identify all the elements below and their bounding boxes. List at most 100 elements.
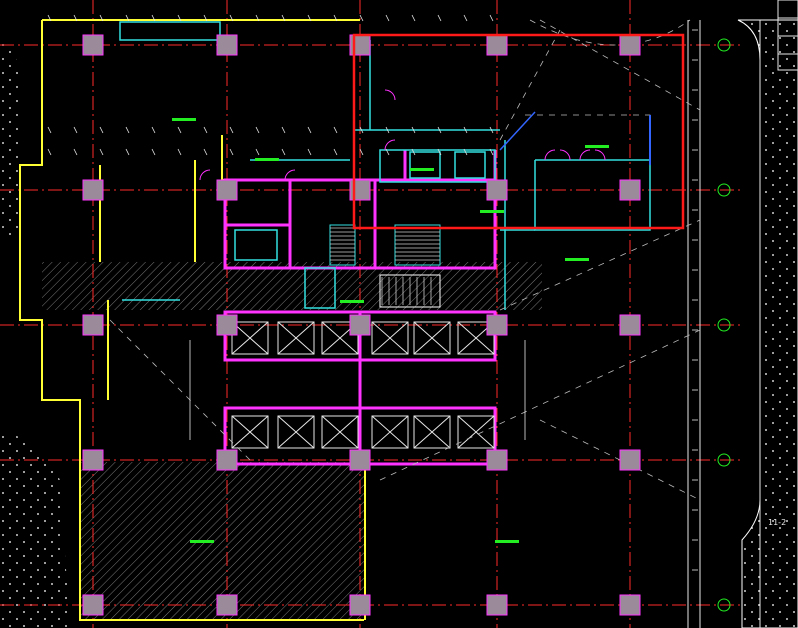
axis-bubbles	[717, 38, 731, 612]
stair-treads	[330, 227, 440, 305]
dim-tick	[281, 148, 286, 156]
elevator-x	[413, 321, 451, 355]
dim-tick	[281, 126, 286, 134]
legend-box	[777, 0, 798, 71]
dim-tick	[359, 126, 364, 134]
outer-walls	[19, 19, 366, 621]
blue-diagonal	[499, 111, 536, 151]
column	[216, 34, 238, 56]
hatched-lower-zone	[80, 462, 364, 620]
label-mark	[340, 300, 364, 303]
elevator-x	[231, 415, 269, 449]
dim-tick	[177, 126, 182, 134]
elevator-x	[321, 415, 359, 449]
column	[619, 314, 641, 336]
dim-tick	[463, 148, 468, 156]
label-mark	[410, 168, 434, 171]
dim-tick	[359, 148, 364, 156]
dim-tick	[489, 14, 494, 22]
dim-tick	[177, 148, 182, 156]
column	[216, 594, 238, 616]
axis-bubble	[717, 318, 731, 332]
landscape-area-right	[737, 19, 798, 628]
dim-tick	[307, 126, 312, 134]
dim-tick	[47, 14, 52, 22]
dim-tick	[385, 126, 390, 134]
elevator-x	[277, 415, 315, 449]
column	[216, 314, 238, 336]
dim-tick	[463, 126, 468, 134]
dim-tick	[411, 126, 416, 134]
dim-tick	[229, 126, 234, 134]
dim-tick	[385, 14, 390, 22]
dim-tick	[437, 14, 442, 22]
dim-tick	[281, 14, 286, 22]
column	[82, 34, 104, 56]
dim-tick	[333, 14, 338, 22]
column	[486, 594, 508, 616]
hatched-corridor-band	[42, 262, 542, 310]
partition-walls	[119, 21, 651, 310]
stairs	[329, 224, 441, 308]
landscape-area-left-lower	[0, 430, 70, 628]
dim-tick	[47, 126, 52, 134]
highlight-box	[352, 33, 685, 230]
right-facade	[687, 20, 761, 628]
dim-tick	[125, 148, 130, 156]
bubble-ring	[717, 38, 731, 52]
elevator-x	[457, 415, 495, 449]
room-labels	[172, 118, 609, 543]
dim-tick	[151, 14, 156, 22]
elevator-car	[457, 321, 495, 355]
dim-tick	[203, 148, 208, 156]
label-mark	[255, 158, 279, 161]
bubble-ring	[717, 318, 731, 332]
column	[619, 179, 641, 201]
axis-bubble	[717, 183, 731, 197]
elevator-car	[457, 415, 495, 449]
column	[486, 34, 508, 56]
elevator-car	[413, 321, 451, 355]
dim-tick	[99, 14, 104, 22]
column	[619, 449, 641, 471]
column	[82, 179, 104, 201]
dim-tick	[359, 14, 364, 22]
dim-tick	[333, 148, 338, 156]
label-mark	[190, 540, 214, 543]
bubble-ring	[717, 183, 731, 197]
dim-tick	[73, 148, 78, 156]
dim-tick	[307, 14, 312, 22]
dim-tick	[385, 148, 390, 156]
dim-tick	[489, 148, 494, 156]
label-mark	[172, 118, 196, 121]
elevator-x	[371, 415, 409, 449]
bubble-ring	[717, 598, 731, 612]
axis-bubble	[717, 453, 731, 467]
dim-tick	[307, 148, 312, 156]
dim-tick	[73, 14, 78, 22]
label-mark	[585, 145, 609, 148]
elevator-x	[277, 321, 315, 355]
dim-tick	[229, 148, 234, 156]
dim-tick	[255, 148, 260, 156]
dim-tick	[151, 126, 156, 134]
elevator-car	[321, 415, 359, 449]
column	[486, 179, 508, 201]
dim-tick	[411, 148, 416, 156]
dim-tick	[437, 148, 442, 156]
door-swings	[199, 89, 606, 181]
elevator-x	[413, 415, 451, 449]
label-mark	[565, 258, 589, 261]
elevator-bank	[231, 321, 495, 449]
label-mark	[495, 540, 519, 543]
elevator-car	[413, 415, 451, 449]
dim-tick	[125, 126, 130, 134]
dim-tick	[99, 126, 104, 134]
column	[486, 449, 508, 471]
dim-tick	[177, 14, 182, 22]
column	[619, 594, 641, 616]
dim-tick	[151, 148, 156, 156]
dim-tick	[489, 126, 494, 134]
dim-tick	[255, 14, 260, 22]
